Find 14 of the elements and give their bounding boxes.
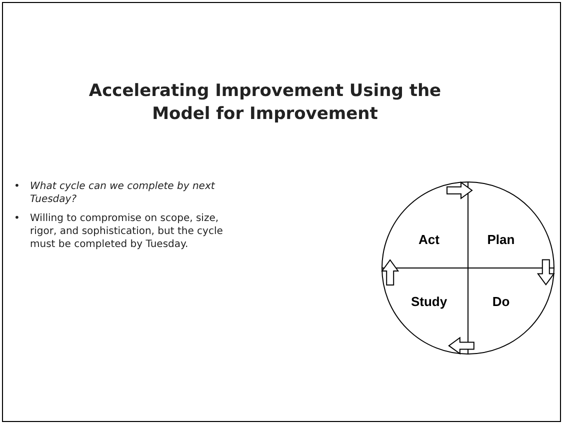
bullet-marker: • <box>14 180 21 194</box>
quadrant-label: Study <box>381 268 468 355</box>
quadrant-label: Act <box>381 181 468 268</box>
bullet-marker: • <box>14 212 21 226</box>
bullet-text: Willing to compromise on scope, size, rigor, and sophistication, but the cycle must be completed by Tuesday. <box>30 212 224 251</box>
quadrant-label: Plan <box>468 181 555 268</box>
block-arrow <box>448 336 474 355</box>
block-arrow <box>381 259 400 286</box>
cycle-circle <box>381 181 555 355</box>
block-arrow <box>446 181 473 200</box>
block-arrow <box>536 259 555 286</box>
slide-title: Accelerating Improvement Using the Model for Improvement <box>88 80 442 126</box>
quadrant-label: Do <box>468 268 555 355</box>
bullet-text: What cycle can we complete by next Tuesday? <box>30 180 216 206</box>
